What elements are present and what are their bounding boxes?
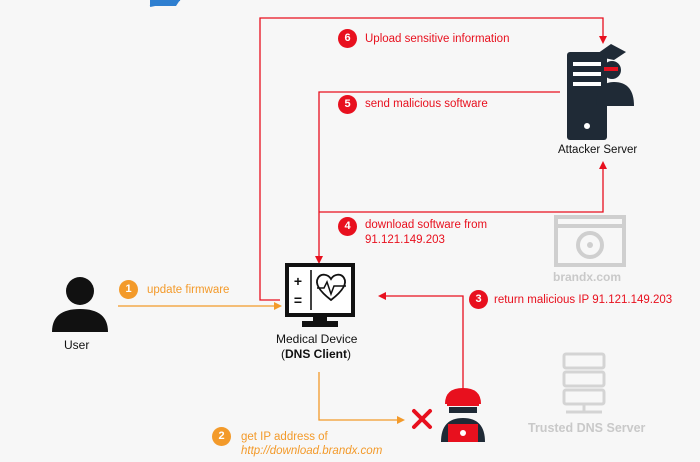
step-2-label: get IP address of: [241, 431, 328, 443]
arrow-step-5: [315, 91, 560, 264]
svg-text:+: +: [294, 273, 302, 289]
step-4-badge: 4: [338, 217, 357, 236]
step-4-ip: 91.121.149.203: [365, 234, 445, 246]
step-5-label: send malicious software: [365, 98, 488, 110]
step-1-label: update firmware: [147, 284, 230, 296]
step-1-badge: 1: [119, 280, 138, 299]
blocked-x-icon: [412, 409, 432, 429]
dns-client-label: (DNS Client): [281, 347, 352, 361]
user-label: User: [64, 338, 90, 352]
arrow-step-3: [378, 292, 464, 392]
step-6-badge: 6: [338, 29, 357, 48]
arrow-step-4: [319, 161, 607, 213]
brandx-label: brandx.com: [553, 270, 622, 284]
medical-device-label: Medical Device: [276, 332, 358, 346]
trusted-dns-server-icon: [562, 352, 606, 414]
attacker-server-label: Attacker Server: [558, 144, 638, 156]
step-3-badge: 3: [469, 290, 488, 309]
step-2-url: http://download.brandx.com: [241, 445, 383, 457]
arrow-step-6: [259, 17, 607, 301]
brandx-site-icon: [554, 215, 626, 267]
malicious-dns-hacker-icon: [441, 388, 485, 442]
arrow-step-2: [318, 372, 405, 424]
medical-monitor-icon: + =: [285, 263, 355, 327]
step-6-label: Upload sensitive information: [365, 33, 510, 45]
step-4-label: download software from: [365, 219, 488, 231]
step-3-label: return malicious IP 91.121.149.203: [494, 294, 673, 306]
attacker-server-icon: [567, 44, 634, 140]
step-5-badge: 5: [338, 95, 357, 114]
svg-text:=: =: [294, 292, 302, 308]
step-2-badge: 2: [212, 427, 231, 446]
user-icon: [52, 277, 108, 332]
trusted-dns-server-label: Trusted DNS Server: [528, 421, 646, 435]
